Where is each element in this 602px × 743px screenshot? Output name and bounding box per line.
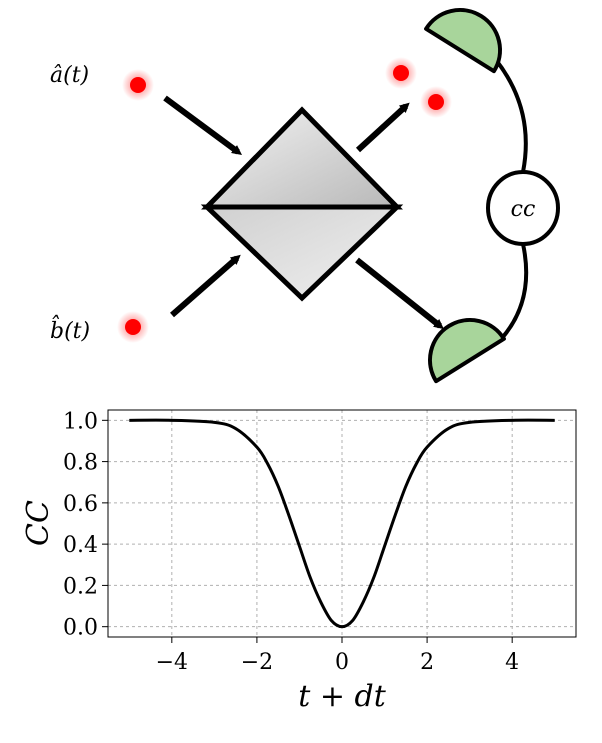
chart-ticks [102, 419, 513, 643]
arrow-in-b [170, 254, 241, 318]
arrow-out-top [355, 102, 410, 153]
y-tick-label: 0.0 [63, 616, 98, 641]
y-tick-label: 0.4 [63, 533, 98, 558]
y-tick-label: 1.0 [63, 409, 98, 434]
y-tick-label: 0.6 [63, 492, 98, 517]
beam-splitter [200, 106, 404, 302]
arrow-in-a [163, 95, 243, 155]
x-tick-label: 4 [505, 650, 519, 675]
y-tick-label: 0.2 [63, 574, 98, 599]
y-axis-label: CC [21, 500, 56, 546]
chart-tick-labels: −4 −2 0 2 4 0.0 0.2 0.4 0.6 0.8 1.0 [63, 409, 519, 675]
input-a-label: â(t) [50, 63, 89, 88]
coincidence-chart: −4 −2 0 2 4 0.0 0.2 0.4 0.6 0.8 1.0 t + dt CC [21, 409, 577, 714]
x-tick-label: 2 [420, 650, 434, 675]
detector-bottom [428, 318, 506, 384]
x-axis-label: t + dt [298, 679, 386, 714]
chart-grid [108, 410, 576, 637]
series-line [129, 418, 555, 629]
coincidence-label: cc [511, 197, 536, 222]
arrow-out-bottom [355, 257, 444, 330]
photon-out-1 [385, 57, 417, 89]
y-tick-label: 0.8 [63, 451, 98, 476]
detector-top [424, 8, 502, 74]
x-tick-label: 0 [335, 650, 349, 675]
photon-a [122, 69, 154, 101]
x-tick-label: −2 [241, 650, 273, 675]
wire-top [494, 58, 528, 173]
photon-out-2 [420, 86, 452, 118]
wire-bottom [500, 243, 529, 340]
x-tick-label: −4 [156, 650, 188, 675]
input-b-label: b̂(t) [50, 315, 90, 344]
photon-b [117, 311, 149, 343]
beam-splitter-diagram: â(t) b̂(t) [50, 8, 560, 384]
coincidence-counter: cc [486, 170, 560, 246]
